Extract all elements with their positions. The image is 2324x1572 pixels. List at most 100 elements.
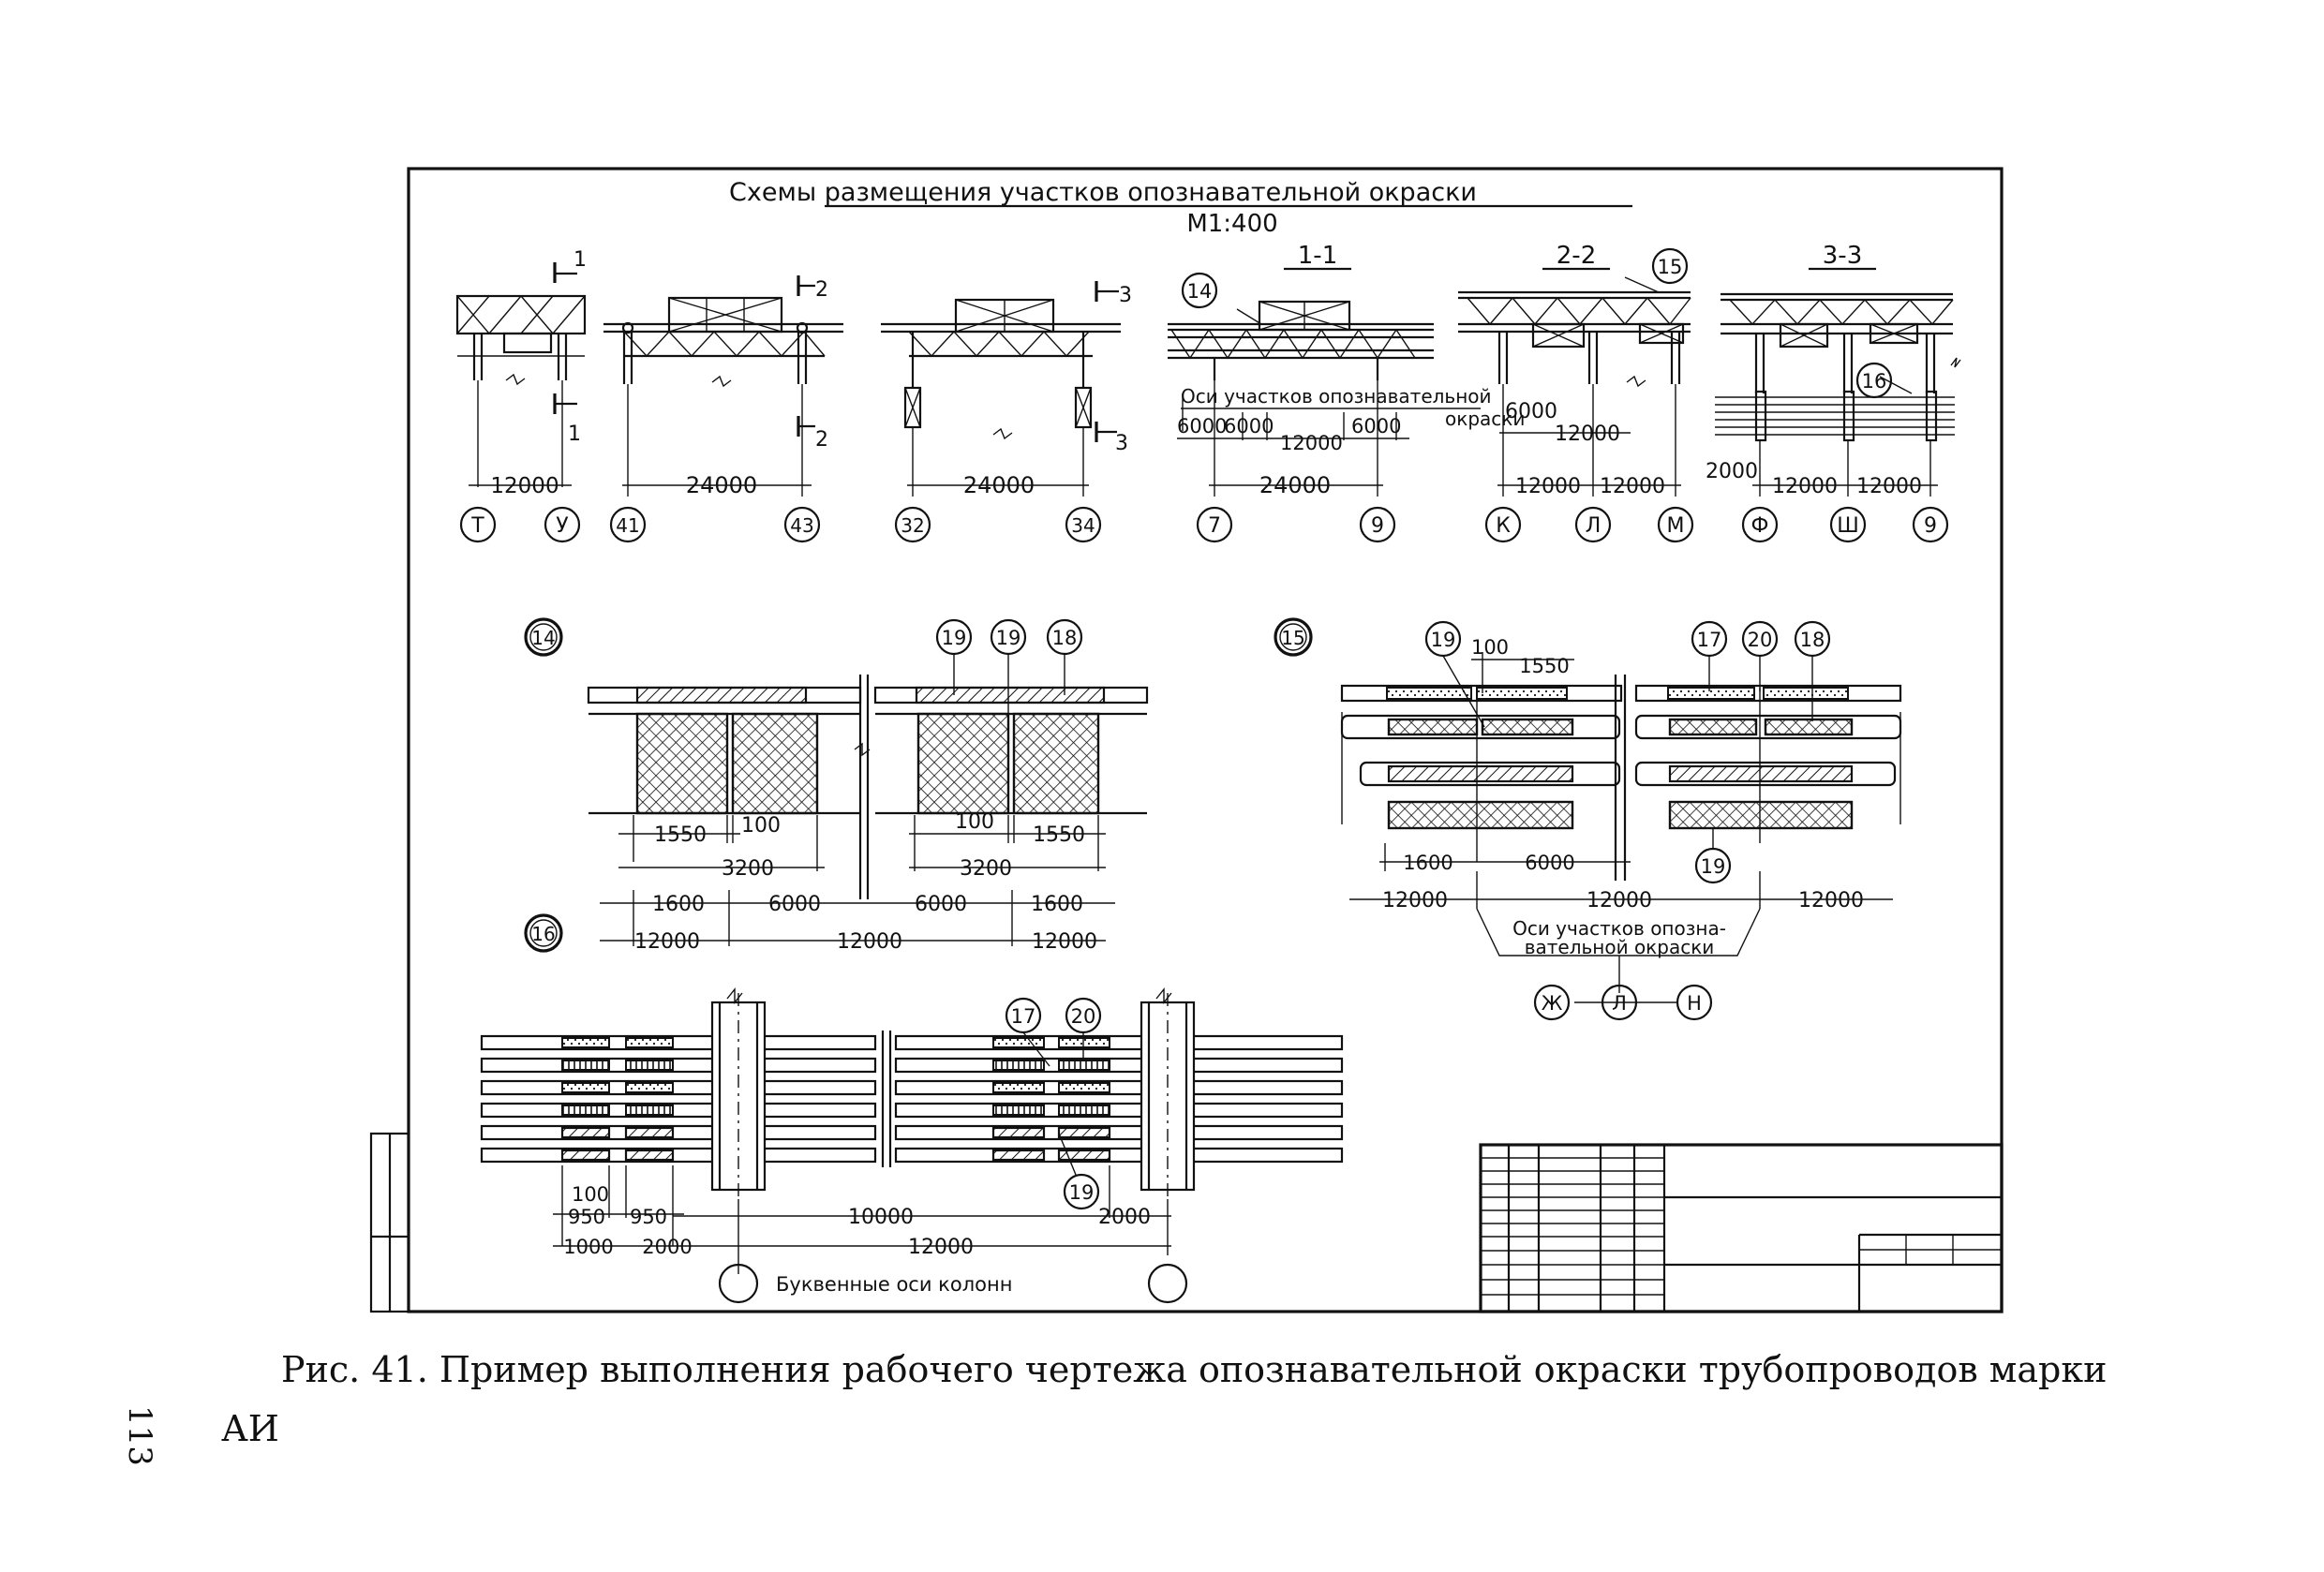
d16-12000: 12000 [908, 1236, 974, 1259]
d15-axis-n: Н [1687, 992, 1702, 1015]
callout-16-top: 16 [1862, 370, 1887, 393]
scheme-section-2-2 [1458, 276, 1691, 497]
scheme-section-1-1 [1168, 300, 1434, 497]
cut-mark-2-top: 2 [815, 278, 828, 302]
dim-ty: 12000 [490, 474, 559, 498]
dim-s12000: 12000 [1280, 432, 1343, 454]
d14-callout-19a: 19 [942, 627, 967, 649]
axis-M: М [1667, 514, 1685, 538]
d15-12000b: 12000 [1587, 889, 1652, 912]
detail-16: 16 [480, 913, 1344, 1304]
dim-sh-9: 12000 [1856, 475, 1922, 498]
axis-43: 43 [790, 514, 813, 537]
scheme-section-3-3 [1715, 292, 1961, 497]
d15-12000c: 12000 [1798, 889, 1864, 912]
axis-32: 32 [901, 514, 924, 537]
dim-7-9: 24000 [1259, 472, 1331, 498]
axis-7: 7 [1208, 514, 1221, 538]
note-axes-top: Оси участков опознавательной [1181, 385, 1492, 408]
axis-L: Л [1586, 514, 1601, 538]
detail-14-label: 14 [531, 627, 555, 649]
d14-1600b: 1600 [1031, 893, 1083, 916]
cut-mark-2-bottom: 2 [815, 428, 828, 452]
axis-F: Ф [1751, 514, 1769, 538]
dim-f-sh: 12000 [1772, 475, 1838, 498]
axis-T: Т [470, 514, 484, 538]
detail-14: 14 [524, 617, 1149, 946]
section-label-3: 3-3 [1823, 242, 1862, 270]
d16-callout-19: 19 [1069, 1181, 1095, 1204]
d15-callout-17: 17 [1697, 629, 1722, 651]
dim-s2000: 2000 [1706, 460, 1758, 483]
d14-1550b: 1550 [1033, 823, 1085, 847]
figure-caption-line1: Рис. 41. Пример выполнения рабочего черт… [281, 1349, 2107, 1390]
axis-bubbles: Т У 41 43 32 34 7 9 К Л М Ф Ш 9 [459, 506, 1949, 543]
d16-10000: 10000 [848, 1206, 914, 1229]
d15-axis-l: Л [1612, 992, 1627, 1015]
dim-32-34: 24000 [963, 472, 1035, 498]
d16-note: Буквенные оси колонн [776, 1273, 1012, 1296]
axis-41: 41 [616, 514, 639, 537]
d14-6000a: 6000 [768, 893, 821, 916]
cut-mark-1-bottom: 1 [568, 423, 581, 446]
detail-16-label: 16 [531, 923, 555, 945]
dim-s6000d: 6000 [1505, 400, 1557, 423]
d16-2000b: 2000 [642, 1236, 692, 1258]
figure-caption-line2: АИ [221, 1408, 279, 1449]
dim-l-m: 12000 [1600, 475, 1665, 498]
d15-callout-19b: 19 [1701, 855, 1726, 878]
d16-1000: 1000 [563, 1236, 613, 1258]
d14-1550a: 1550 [654, 823, 707, 847]
d15-note1: Оси участков опозна- [1512, 917, 1726, 940]
cut-mark-3-bottom: 3 [1115, 432, 1128, 455]
detail-15-label: 15 [1281, 627, 1304, 649]
dim-s6000c: 6000 [1351, 415, 1401, 437]
section-label-2: 2-2 [1557, 242, 1596, 270]
scheme-ty: 1 1 12000 [455, 248, 587, 498]
dim-k-l: 12000 [1515, 475, 1581, 498]
callout-14-top: 14 [1187, 280, 1213, 303]
d16-2000a: 2000 [1098, 1206, 1151, 1229]
d15-6000: 6000 [1525, 852, 1574, 874]
sheet-frame [369, 167, 2004, 1313]
d14-3200a: 3200 [722, 857, 774, 881]
d16-950b: 950 [630, 1206, 667, 1228]
drawing-scale: М1:400 [1186, 210, 1277, 238]
d14-6000b: 6000 [915, 893, 967, 916]
d16-callout-20: 20 [1071, 1005, 1096, 1028]
d14-100a: 100 [741, 814, 781, 838]
d15-callout-20: 20 [1748, 629, 1773, 651]
axis-9b: 9 [1924, 514, 1937, 538]
axis-K: К [1496, 514, 1511, 538]
d14-12000b: 12000 [837, 930, 902, 954]
d16-callout-17: 17 [1011, 1005, 1036, 1028]
d15-axis-zh: Ж [1542, 992, 1563, 1015]
d14-100b: 100 [955, 810, 994, 834]
axis-34: 34 [1071, 514, 1095, 537]
scheme-32-34: 3 3 24000 [881, 281, 1132, 498]
section-label-1: 1-1 [1298, 242, 1337, 270]
d14-callout-19b: 19 [996, 627, 1021, 649]
d14-3200b: 3200 [960, 857, 1012, 881]
d15-12000a: 12000 [1382, 889, 1448, 912]
page-number: 113 [121, 1405, 158, 1466]
axis-9a: 9 [1371, 514, 1384, 538]
dim-41-43: 24000 [686, 472, 757, 498]
d14-12000a: 12000 [634, 930, 700, 954]
d16-100: 100 [572, 1183, 609, 1206]
d14-1600a: 1600 [652, 893, 705, 916]
d15-note2: вательной окраски [1525, 936, 1715, 958]
title-block [1479, 1143, 2004, 1313]
d15-1600: 1600 [1403, 852, 1452, 874]
dim-s12000b: 12000 [1555, 423, 1620, 446]
scheme-41-43: 2 2 24000 [603, 275, 843, 498]
d15-callout-18: 18 [1800, 629, 1825, 651]
callout-15-top: 15 [1658, 256, 1683, 278]
dim-s6000a: 6000 [1177, 415, 1227, 437]
note-okraski-top: окраски [1445, 408, 1525, 430]
d14-12000c: 12000 [1032, 930, 1097, 954]
d15-callout-19: 19 [1431, 629, 1456, 651]
d14-callout-18: 18 [1052, 627, 1078, 649]
d15-100: 100 [1471, 636, 1509, 659]
